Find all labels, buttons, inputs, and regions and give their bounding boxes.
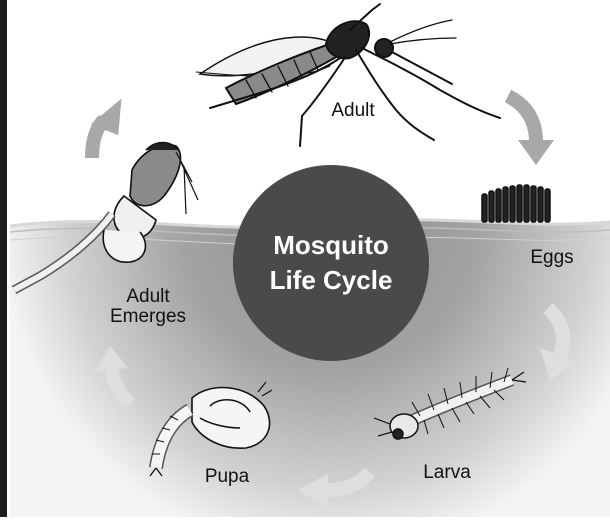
stage-label-adult-emerges-line-1: Adult: [98, 286, 198, 307]
stage-label-larva: Larva: [412, 462, 482, 483]
stage-label-adult-emerges-line-2: Emerges: [98, 306, 198, 327]
eggs-illustration: [482, 185, 550, 222]
stage-label-adult: Adult: [318, 100, 388, 121]
arrow-emerges-to-adult: [91, 99, 138, 158]
center-circle: [233, 165, 429, 361]
diagram-title-line-2: Life Cycle: [233, 265, 429, 296]
diagram-title-line-1: Mosquito: [233, 230, 429, 261]
stage-label-pupa: Pupa: [192, 466, 262, 487]
stage-label-eggs: Eggs: [522, 247, 582, 268]
adult-mosquito-illustration: [196, 4, 500, 146]
arrow-adult-to-eggs: [508, 96, 554, 165]
left-frame-bar: [0, 0, 7, 517]
